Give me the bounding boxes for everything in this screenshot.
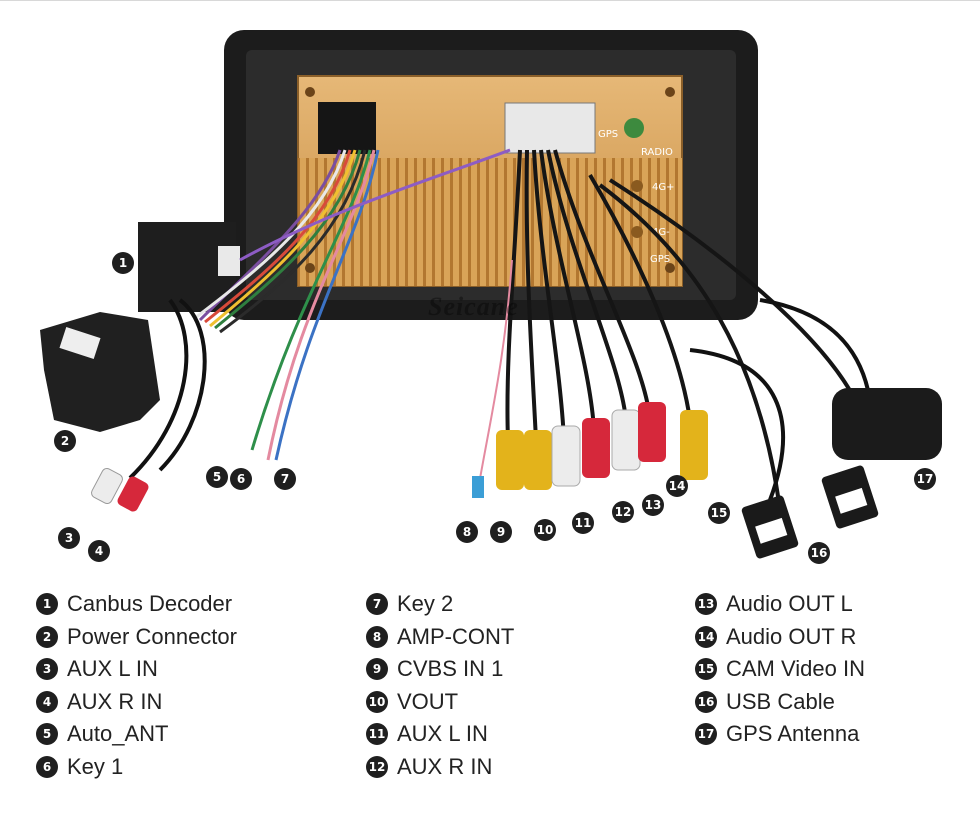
legend-label: GPS Antenna <box>726 721 860 747</box>
legend-item-3: 3 AUX L IN <box>36 653 237 686</box>
top-divider <box>0 0 980 1</box>
aux-rca-plugs <box>91 467 149 512</box>
legend-number: 11 <box>366 723 388 746</box>
callout-marker-13: 13 <box>642 494 664 516</box>
legend-number: 17 <box>695 723 717 746</box>
legend-item-16: 16 USB Cable <box>695 686 865 719</box>
legend-label: AUX R IN <box>397 753 493 779</box>
legend-item-6: 6 Key 1 <box>36 751 237 784</box>
callout-marker-7: 7 <box>274 468 296 490</box>
4g-plus-label: 4G+ <box>652 182 675 193</box>
gps2-label: GPS <box>650 254 670 265</box>
legend-item-17: 17 GPS Antenna <box>695 718 865 751</box>
legend-label: AUX L IN <box>397 721 488 747</box>
legend-number: 10 <box>366 690 388 713</box>
legend-number: 12 <box>366 755 388 778</box>
callout-marker-16: 16 <box>808 542 830 564</box>
legend-item-7: 7 Key 2 <box>366 588 514 621</box>
legend-item-13: 13 Audio OUT L <box>695 588 865 621</box>
legend-label: Canbus Decoder <box>67 591 233 617</box>
rca-plug-row <box>496 402 708 490</box>
callout-marker-9: 9 <box>490 521 512 543</box>
callout-marker-3: 3 <box>58 527 80 549</box>
legend-item-15: 15 CAM Video IN <box>695 653 865 686</box>
rca-harness-socket <box>504 102 596 154</box>
callout-marker-17: 17 <box>914 468 936 490</box>
legend-label: CVBS IN 1 <box>397 656 504 682</box>
callout-marker-6: 6 <box>230 468 252 490</box>
4g-minus-label: 4G- <box>652 227 670 238</box>
legend-number: 13 <box>695 593 717 616</box>
legend-number: 7 <box>366 593 388 616</box>
radio-antenna-socket <box>624 118 644 138</box>
legend-label: Auto_ANT <box>67 721 169 747</box>
callout-marker-12: 12 <box>612 501 634 523</box>
legend-item-5: 5 Auto_ANT <box>36 718 237 751</box>
legend-label: Audio OUT R <box>726 623 857 649</box>
legend-column-3: 13 Audio OUT L 14 Audio OUT R 15 CAM Video IN… <box>695 588 865 751</box>
legend-column-1: 1 Canbus Decoder 2 Power Connector 3 AUX L IN… <box>36 588 237 783</box>
4g-minus-socket <box>631 226 643 238</box>
legend-item-8: 8 AMP-CONT <box>366 621 514 654</box>
callout-marker-15: 15 <box>708 502 730 524</box>
legend-label: Audio OUT L <box>726 591 853 617</box>
watermark: Seicane <box>428 292 519 321</box>
legend-item-10: 10 VOUT <box>366 686 514 719</box>
legend-number: 3 <box>36 658 58 681</box>
amp-cont-tip <box>472 476 484 498</box>
rca-cables <box>505 149 862 511</box>
legend-number: 4 <box>36 690 58 713</box>
legend-label: VOUT <box>397 688 459 714</box>
legend-item-1: 1 Canbus Decoder <box>36 588 237 621</box>
4g-plus-socket <box>631 180 643 192</box>
callout-marker-14: 14 <box>666 475 688 497</box>
radio-label: RADIO <box>641 147 673 158</box>
legend-label: Key 1 <box>67 753 124 779</box>
usb-cables <box>689 348 879 559</box>
legend-label: AUX L IN <box>67 656 158 682</box>
legend-item-14: 14 Audio OUT R <box>695 621 865 654</box>
gps-label: GPS <box>598 129 618 140</box>
legend-item-9: 9 CVBS IN 1 <box>366 653 514 686</box>
legend-label: USB Cable <box>726 688 835 714</box>
gps-antenna <box>832 388 942 460</box>
legend-number: 2 <box>36 625 58 648</box>
legend-number: 16 <box>695 690 717 713</box>
legend-label: AUX R IN <box>67 688 163 714</box>
legend-number: 8 <box>366 625 388 648</box>
legend-label: Power Connector <box>67 623 237 649</box>
legend-column-2: 7 Key 2 8 AMP-CONT 9 CVBS IN 1 10 VOUT 11 AUX L I… <box>366 588 514 783</box>
legend-number: 5 <box>36 723 58 746</box>
product-photo: GPS RADIO 4G+ 4G- GPS <box>40 30 942 559</box>
callout-marker-1: 1 <box>112 252 134 274</box>
legend-item-11: 11 AUX L IN <box>366 718 514 751</box>
callout-marker-10: 10 <box>534 519 556 541</box>
callout-marker-4: 4 <box>88 540 110 562</box>
power-connector <box>40 312 160 432</box>
legend-item-4: 4 AUX R IN <box>36 686 237 719</box>
callout-marker-11: 11 <box>572 512 594 534</box>
main-harness-socket <box>318 102 376 154</box>
legend-number: 15 <box>695 658 717 681</box>
legend-number: 1 <box>36 593 58 616</box>
legend-number: 6 <box>36 755 58 778</box>
legend-item-12: 12 AUX R IN <box>366 751 514 784</box>
callout-marker-2: 2 <box>54 430 76 452</box>
legend-label: Key 2 <box>397 591 454 617</box>
callout-marker-5: 5 <box>206 466 228 488</box>
legend-number: 9 <box>366 658 388 681</box>
legend-label: CAM Video IN <box>726 656 865 682</box>
legend-number: 14 <box>695 625 717 648</box>
legend-item-2: 2 Power Connector <box>36 621 237 654</box>
wire-bundle <box>194 148 511 461</box>
callout-marker-8: 8 <box>456 521 478 543</box>
legend-label: AMP-CONT <box>397 623 515 649</box>
